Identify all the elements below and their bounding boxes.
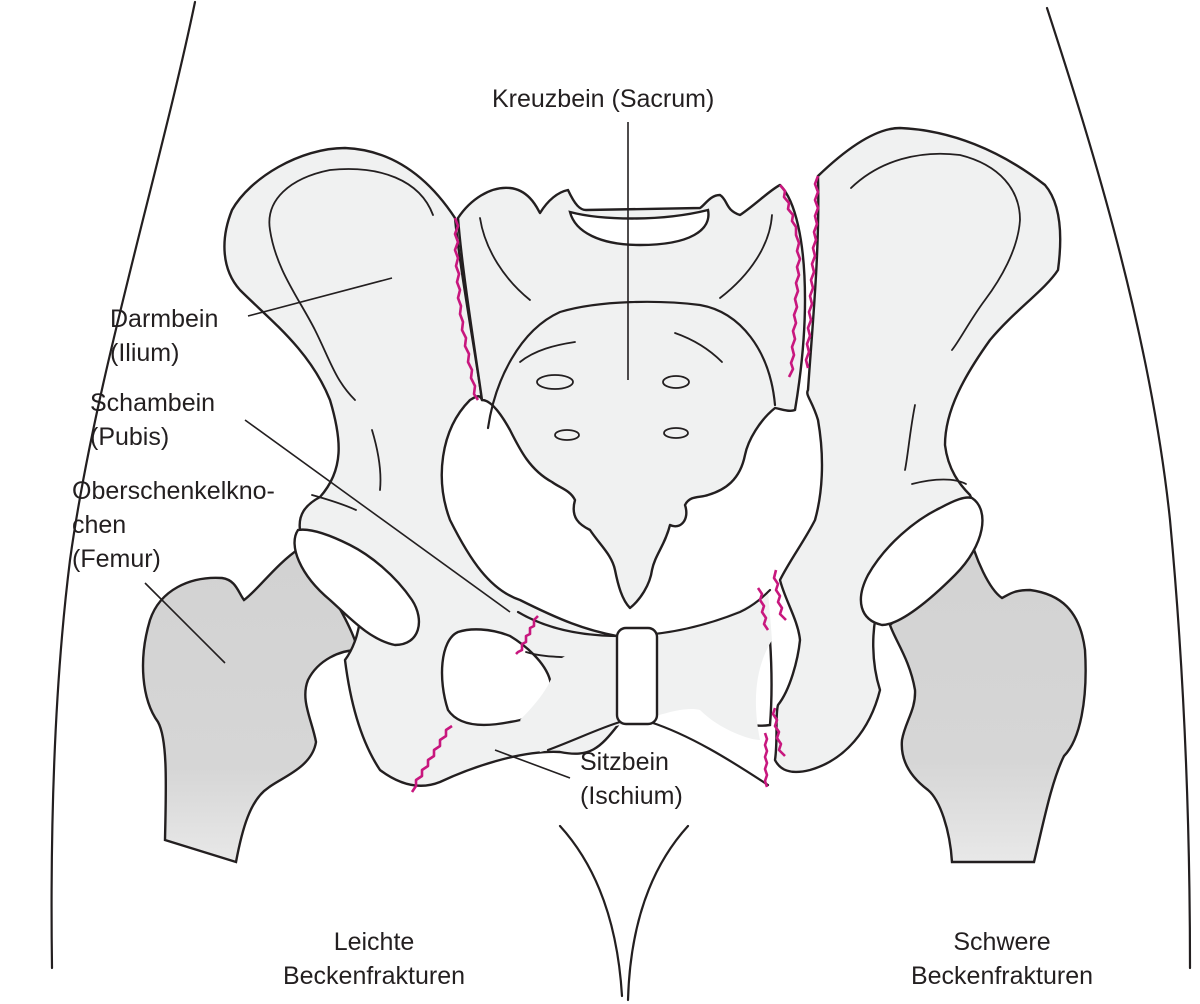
left-hip-bone	[223, 146, 620, 787]
fracture-right-superior-ramus-a	[756, 587, 770, 631]
caption-left-line1: Leichte	[333, 928, 415, 956]
caption-right-line1: Schwere	[953, 928, 1051, 956]
caption-right-line2: Beckenfrakturen	[910, 962, 1094, 990]
fracture-right-ilium	[804, 175, 820, 369]
label-pubis: Schambein (Pubis)	[90, 386, 215, 454]
leader-lines	[244, 277, 571, 779]
fracture-right-inferior-ramus-a	[763, 732, 769, 788]
caption-left-line2: Beckenfrakturen	[282, 962, 466, 990]
label-ischium-line1: Sitzbein	[580, 748, 669, 776]
fracture-left-superior-pubic-ramus	[515, 615, 539, 655]
label-ischium-line2: (Ischium)	[580, 782, 683, 810]
body-outline	[50, 0, 1192, 1002]
fracture-left-sacroiliac	[453, 217, 480, 401]
label-sacrum: Kreuzbein (Sacrum)	[492, 82, 714, 116]
fracture-right-inferior-ramus-b	[771, 707, 786, 757]
fracture-right-sacrum	[779, 184, 802, 378]
sacrum	[456, 122, 807, 610]
label-femur-line3: (Femur)	[72, 545, 161, 573]
label-femur: Oberschenkelkno- chen (Femur)	[72, 474, 275, 576]
caption-severe-fractures: Schwere Beckenfrakturen	[886, 925, 1118, 993]
fracture-left-inferior-pubic-ramus	[410, 724, 453, 793]
label-sacrum-text: Kreuzbein (Sacrum)	[492, 85, 715, 113]
label-ischium: Sitzbein (Ischium)	[580, 745, 683, 813]
label-ilium-line2: (Ilium)	[110, 339, 180, 367]
left-femur	[141, 546, 360, 864]
right-femur	[888, 524, 1087, 864]
fracture-right-superior-ramus-b	[772, 569, 787, 621]
label-pubis-line2: (Pubis)	[90, 423, 170, 451]
label-ilium-line1: Darmbein	[110, 305, 219, 333]
fracture-lines	[410, 175, 820, 793]
label-femur-line2: chen	[72, 511, 127, 539]
label-femur-line1: Oberschenkelkno-	[72, 477, 275, 505]
caption-light-fractures: Leichte Beckenfrakturen	[258, 925, 490, 993]
pubic-symphysis	[516, 588, 772, 787]
label-pubis-line1: Schambein	[90, 389, 216, 417]
label-ilium: Darmbein (Ilium)	[110, 302, 218, 370]
